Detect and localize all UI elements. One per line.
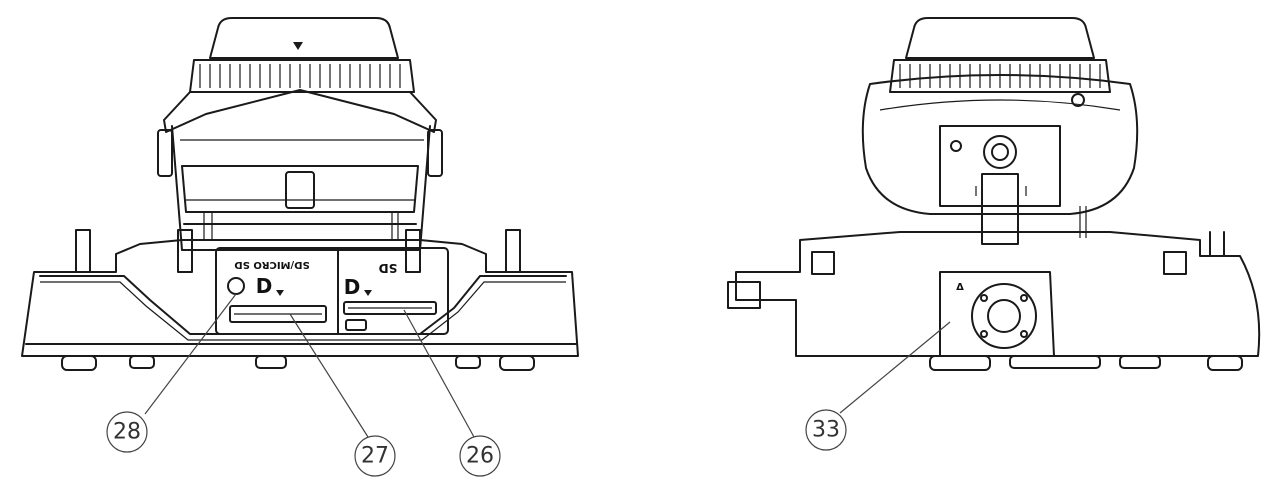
callout-26-label: 26 — [466, 444, 494, 469]
callout-33-label: 33 — [812, 418, 840, 443]
slot-label-right: SD — [379, 261, 398, 275]
slot-label-left: SD/MICRO SD — [234, 259, 309, 270]
leader-27 — [289, 313, 369, 438]
callout-26-circle — [459, 435, 501, 477]
leader-28 — [144, 293, 237, 415]
callout-27-circle — [354, 435, 396, 477]
micro-sd-slot: SD/MICRO SD D — [227, 259, 327, 323]
leader-26 — [403, 309, 475, 438]
focus-ring-ribs — [199, 64, 401, 88]
sd-slot: SD D — [343, 261, 437, 331]
svg-text:D: D — [344, 275, 361, 299]
callout-28-label: 28 — [113, 420, 141, 445]
rear-view: Δ — [727, 17, 1261, 371]
callout-28-circle — [106, 411, 148, 453]
svg-text:D: D — [256, 274, 273, 298]
svg-text:Δ: Δ — [956, 282, 964, 293]
front-view: SD/MICRO SD D SD D — [21, 17, 579, 371]
callouts: 28 27 26 33 — [106, 293, 951, 477]
callout-33-circle — [805, 409, 847, 451]
callout-27-label: 27 — [361, 444, 389, 469]
leader-33 — [839, 321, 951, 414]
